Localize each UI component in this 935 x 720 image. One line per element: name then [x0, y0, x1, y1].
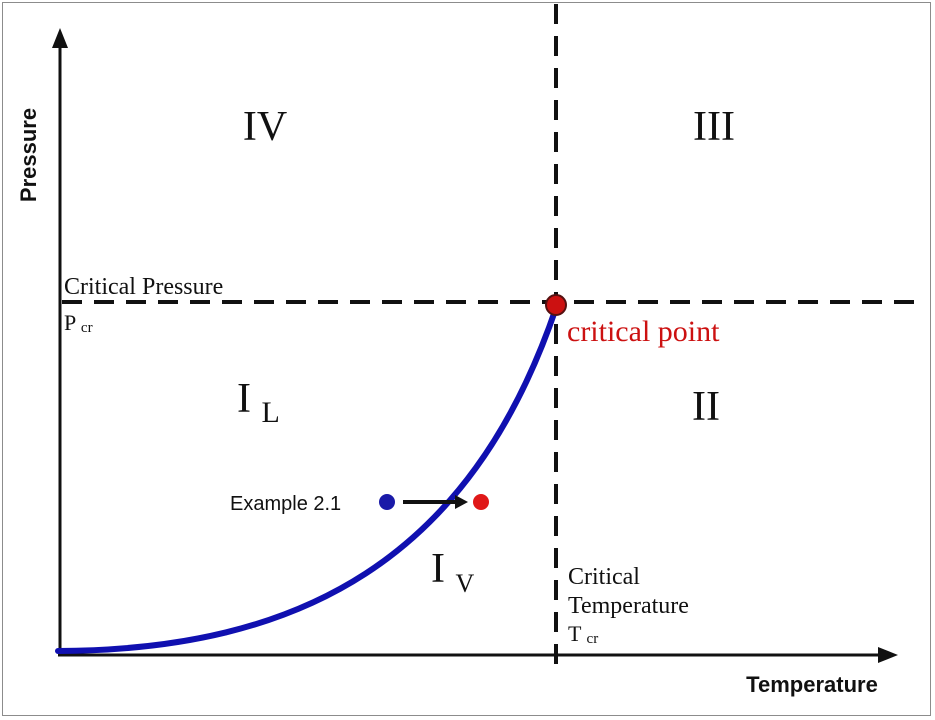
example-start-dot — [379, 494, 395, 510]
x-axis-label: Temperature — [746, 672, 878, 697]
critical-point-marker — [545, 294, 567, 316]
critical-pressure-symbol-sub: cr — [81, 320, 93, 336]
region-il-sub: L — [262, 396, 280, 429]
critical-temperature-line1: Critical — [568, 564, 640, 590]
example-arrowhead — [455, 495, 468, 509]
example-label: Example 2.1 — [230, 493, 341, 515]
region-il-main: I — [237, 376, 251, 422]
x-axis-arrowhead — [878, 647, 898, 663]
region-iv-vapor-main: I — [431, 546, 445, 592]
example-end-dot — [473, 494, 489, 510]
y-axis-arrowhead — [52, 28, 68, 48]
region-il-label: I L — [237, 376, 280, 429]
critical-temperature-symbol-main: T — [568, 621, 582, 646]
critical-temperature-symbol-sub: cr — [587, 631, 599, 647]
critical-pressure-label: Critical Pressure — [64, 274, 223, 300]
region-iv-label: IV — [243, 104, 287, 150]
region-iii-label: III — [693, 104, 735, 150]
region-iv-vapor-label: I V — [431, 546, 475, 598]
critical-temperature-line2: Temperature — [568, 593, 689, 619]
critical-point-label: critical point — [567, 315, 720, 348]
region-iv-vapor-sub: V — [456, 569, 475, 598]
y-axis-label: Pressure — [16, 108, 41, 202]
critical-pressure-symbol-main: P — [64, 310, 76, 335]
critical-pressure-symbol: P cr — [64, 310, 93, 336]
critical-temperature-symbol: T cr — [568, 621, 598, 647]
region-ii-label: II — [692, 384, 720, 430]
vapor-pressure-curve — [55, 305, 559, 654]
